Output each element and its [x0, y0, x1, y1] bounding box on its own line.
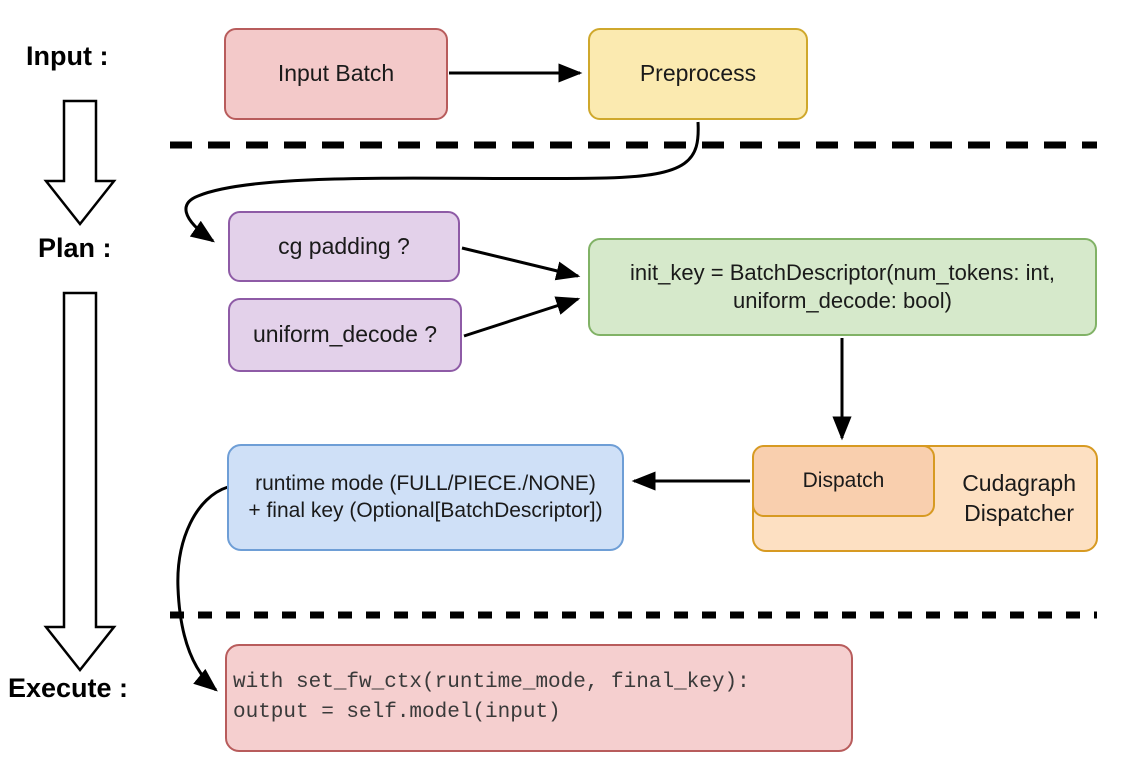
node-init-key-label: init_key = BatchDescriptor(num_tokens: i…	[630, 259, 1055, 313]
node-dispatch[interactable]: Dispatch	[752, 445, 935, 517]
node-exec-code[interactable]: with set_fw_ctx(runtime_mode, final_key)…	[225, 644, 853, 752]
node-dispatch-label: Dispatch	[802, 468, 885, 492]
node-exec-code-label: with set_fw_ctx(runtime_mode, final_key)…	[233, 670, 750, 724]
stage-label-input: Input :	[26, 41, 109, 71]
node-runtime-mode-label: runtime mode (FULL/PIECE./NONE) + final …	[248, 471, 603, 522]
node-init-key[interactable]: init_key = BatchDescriptor(num_tokens: i…	[588, 238, 1097, 336]
edge-runtime-mode-to-exec-code	[176, 485, 229, 692]
node-uniform-decode-label: uniform_decode ?	[252, 321, 438, 348]
stage-arrow-plan-to-execute	[43, 291, 117, 673]
node-runtime-mode[interactable]: runtime mode (FULL/PIECE./NONE) + final …	[227, 444, 624, 551]
node-input-batch-label: Input Batch	[277, 60, 395, 87]
edge-cg-padding-to-init-key	[461, 246, 581, 281]
node-preprocess-label: Preprocess	[639, 60, 757, 87]
node-preprocess[interactable]: Preprocess	[588, 28, 808, 120]
stage-arrow-input-to-plan	[43, 99, 117, 227]
node-cg-padding[interactable]: cg padding ?	[228, 211, 460, 282]
edge-uniform-decode-to-init-key	[463, 296, 581, 338]
node-input-batch[interactable]: Input Batch	[224, 28, 448, 120]
stage-label-plan: Plan :	[38, 233, 112, 263]
stage-label-execute: Execute :	[8, 673, 129, 703]
node-cg-padding-label: cg padding ?	[278, 232, 410, 259]
node-cudagraph-dispatcher-label: Cudagraph Dispatcher	[962, 470, 1076, 526]
node-uniform-decode[interactable]: uniform_decode ?	[228, 298, 462, 372]
edge-preprocess-to-cg-padding	[184, 121, 700, 243]
